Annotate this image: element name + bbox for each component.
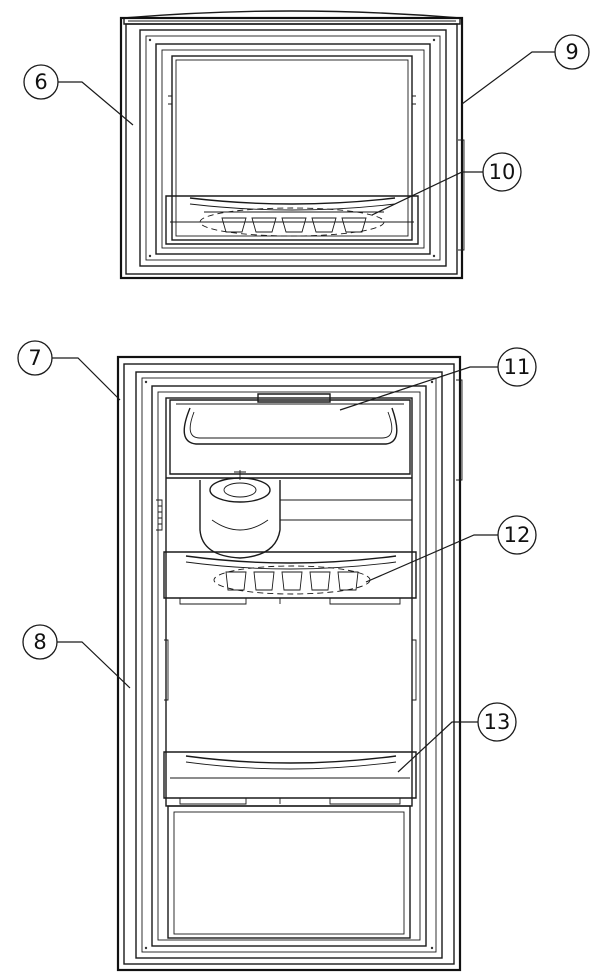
callout-6: 6 — [23, 64, 59, 100]
leader-lines — [52, 51, 556, 773]
callout-label: 10 — [489, 160, 516, 184]
callout-label: 11 — [504, 355, 531, 379]
freezer-door — [119, 10, 465, 280]
callout-10: 10 — [482, 152, 522, 192]
callout-11: 11 — [497, 347, 537, 387]
callout-13: 13 — [477, 702, 517, 742]
callout-label: 12 — [504, 523, 531, 547]
callout-label: 9 — [565, 40, 578, 64]
callout-label: 8 — [33, 630, 46, 654]
fridge-door — [116, 355, 463, 972]
callout-label: 7 — [28, 346, 41, 370]
callout-7: 7 — [17, 340, 53, 376]
callout-label: 6 — [34, 70, 47, 94]
callout-12: 12 — [497, 515, 537, 555]
callout-label: 13 — [484, 710, 511, 734]
callout-8: 8 — [22, 624, 58, 660]
callout-9: 9 — [554, 34, 590, 70]
